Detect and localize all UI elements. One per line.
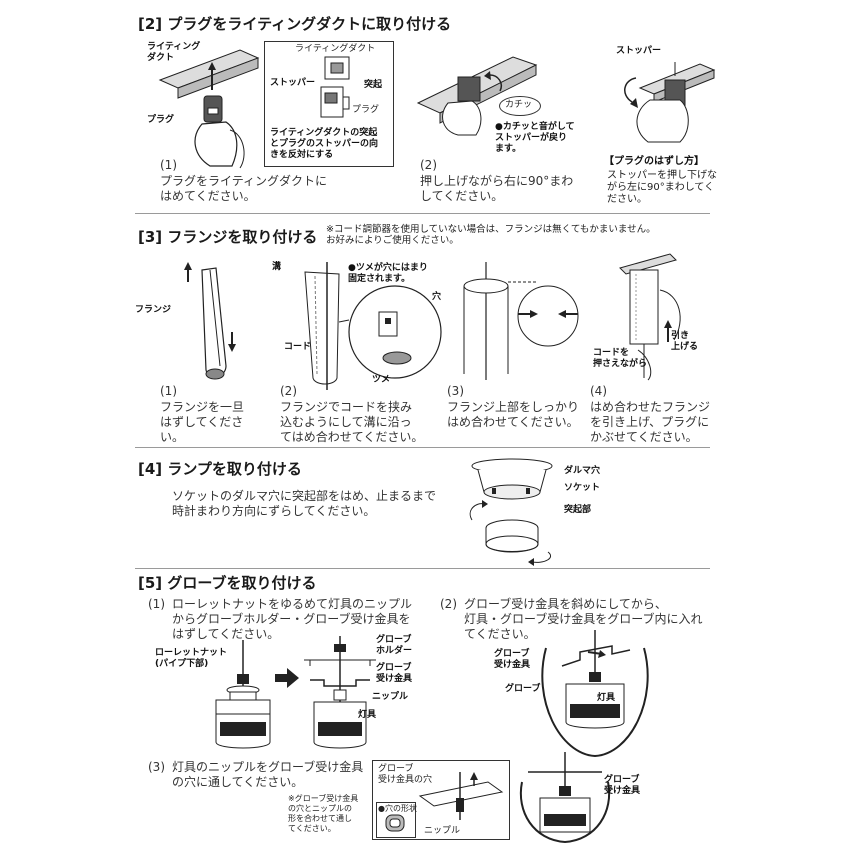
s2-step1-text: プラグをライティングダクトに はめてください。 xyxy=(160,174,328,203)
box-protrusion-label: 突起 xyxy=(364,80,383,90)
duct-label: ライティング ダクト xyxy=(147,42,201,63)
flange-fit-illustration xyxy=(458,262,578,382)
nipple-detail-box xyxy=(372,760,510,840)
s2-step2-text: 押し上げながら右に90°まわ してください。 xyxy=(420,174,574,203)
flange-optional-note: ※コード調節器を使用していない場合は、フランジは無くてもかまいません。 お好みに… xyxy=(326,224,656,246)
fixture-with-nut-illustration xyxy=(208,640,278,750)
s3-step4-text: はめ合わせたフランジ を引き上げ、プラグに かぶせてください。 xyxy=(590,400,711,444)
flange-cord-illustration xyxy=(295,262,445,392)
claw-note: ●ツメが穴にはまり 固定されます。 xyxy=(348,263,428,284)
s5-step2-num: (2) xyxy=(440,597,457,611)
section-divider-3 xyxy=(135,568,710,569)
stopper-label: ストッパー xyxy=(616,46,662,56)
globe-bracket-label-2: グローブ 受け金具 xyxy=(494,649,531,670)
globe-holder-label: グローブ ホルダー xyxy=(376,635,413,656)
next-step-arrow-icon xyxy=(275,668,299,688)
box-duct-label: ライティングダクト xyxy=(295,44,376,54)
flange-label: フランジ xyxy=(135,305,172,315)
globe-assembled-illustration xyxy=(520,752,610,842)
s3-step1-text: フランジを一旦 はずしてくださ い。 xyxy=(160,400,245,444)
claw-label: ツメ xyxy=(372,375,391,385)
s2-step1-num: (1) xyxy=(160,158,177,172)
knurled-nut-label: ローレットナット (パイプ下部) xyxy=(155,648,228,669)
nipple-through-hole-illustration xyxy=(410,772,505,832)
rotate-plug-illustration xyxy=(418,45,538,135)
hole-shape-note: ※グローブ受け金具 の穴とニップルの 形を合わせて通し てください。 xyxy=(288,794,359,833)
hole-label: 穴 xyxy=(432,292,442,302)
click-sound-label: カチッ xyxy=(505,100,533,110)
oval-hole-icon xyxy=(384,813,406,833)
lamp-instruction-text: ソケットのダルマ穴に突起部をはめ、止まるまで 時計まわり方向にずらしてください。 xyxy=(172,489,437,518)
duct-plug-detail-illustration xyxy=(315,55,360,125)
hole-shape-inset xyxy=(376,802,416,838)
plug-insert-illustration xyxy=(140,38,260,168)
click-note: ●カチッと音がして ストッパーが戻り ます。 xyxy=(495,122,575,154)
hole-shape-label: ●穴の形状 xyxy=(378,804,417,813)
nipple-label: ニップル xyxy=(372,692,409,702)
fixture-label: 灯具 xyxy=(358,710,377,720)
pull-up-label: 引き 上げる xyxy=(671,331,699,352)
fixture-label-2: 灯具 xyxy=(597,693,616,703)
s3-step3-text: フランジ上部をしっかり はめ合わせてください。 xyxy=(447,400,580,429)
globe-bracket-label: グローブ 受け金具 xyxy=(376,663,413,684)
removal-text: ストッパーを押し下げな がら左に90°まわしてく ださい。 xyxy=(607,170,717,205)
globe-insert-illustration xyxy=(540,630,650,760)
s5-step1-num: (1) xyxy=(148,597,165,611)
lamp-socket-illustration xyxy=(462,456,562,566)
section-5-title: [5] グローブを取り付ける xyxy=(138,574,317,592)
hold-cord-label: コードを 押さえながら xyxy=(593,348,648,369)
box-stopper-label: ストッパー xyxy=(270,78,316,88)
box-plug-label: プラグ xyxy=(352,105,380,115)
box-orientation-note: ライティングダクトの突起 とプラグのストッパーの向 きを反対にする xyxy=(270,128,379,160)
s5-step3-text: 灯具のニップルをグローブ受け金具 の穴に通してください。 xyxy=(172,760,364,789)
flange-pull-up-illustration xyxy=(600,250,710,380)
plug-label: プラグ xyxy=(147,115,175,125)
s3-step1-num: (1) xyxy=(160,384,177,398)
groove-label: 溝 xyxy=(272,262,282,272)
click-bubble xyxy=(499,96,541,116)
section-divider-1 xyxy=(135,213,710,214)
s3-step3-num: (3) xyxy=(447,384,464,398)
s5-step3-num: (3) xyxy=(148,760,165,774)
s3-step2-text: フランジでコードを挟み 込むようにして溝に沿っ てはめ合わせてください。 xyxy=(280,400,424,444)
section-2-title: [2] プラグをライティングダクトに取り付ける xyxy=(138,15,452,33)
globe-label: グローブ xyxy=(505,684,541,694)
bracket-hole-label: グローブ 受け金具の穴 xyxy=(378,764,433,785)
s5-step2-text: グローブ受け金具を斜めにしてから、 灯具・グローブ受け金具をグローブ内に入れ て… xyxy=(464,597,703,641)
s3-step4-num: (4) xyxy=(590,384,607,398)
section-divider-2 xyxy=(135,447,710,448)
section-3-title: [3] フランジを取り付ける xyxy=(138,228,318,246)
orientation-detail-box xyxy=(264,41,394,167)
s5-step1-text: ローレットナットをゆるめて灯具のニップル からグローブホルダー・グローブ受け金具… xyxy=(172,597,413,641)
s3-step2-num: (2) xyxy=(280,384,297,398)
cord-label: コード xyxy=(284,342,312,352)
remove-plug-illustration xyxy=(620,60,715,150)
globe-bracket-label-3: グローブ 受け金具 xyxy=(604,775,641,796)
daruma-hole-label: ダルマ穴 xyxy=(564,466,601,476)
nipple-label-2: ニップル xyxy=(424,826,461,836)
socket-label: ソケット xyxy=(564,483,601,493)
removal-title: 【プラグのはずし方】 xyxy=(604,156,704,167)
section-4-title: [4] ランプを取り付ける xyxy=(138,460,302,478)
exploded-globe-holder-illustration xyxy=(300,636,380,756)
flange-remove-illustration xyxy=(184,262,236,392)
protrusion-label: 突起部 xyxy=(564,505,592,515)
s2-step2-num: (2) xyxy=(420,158,437,172)
